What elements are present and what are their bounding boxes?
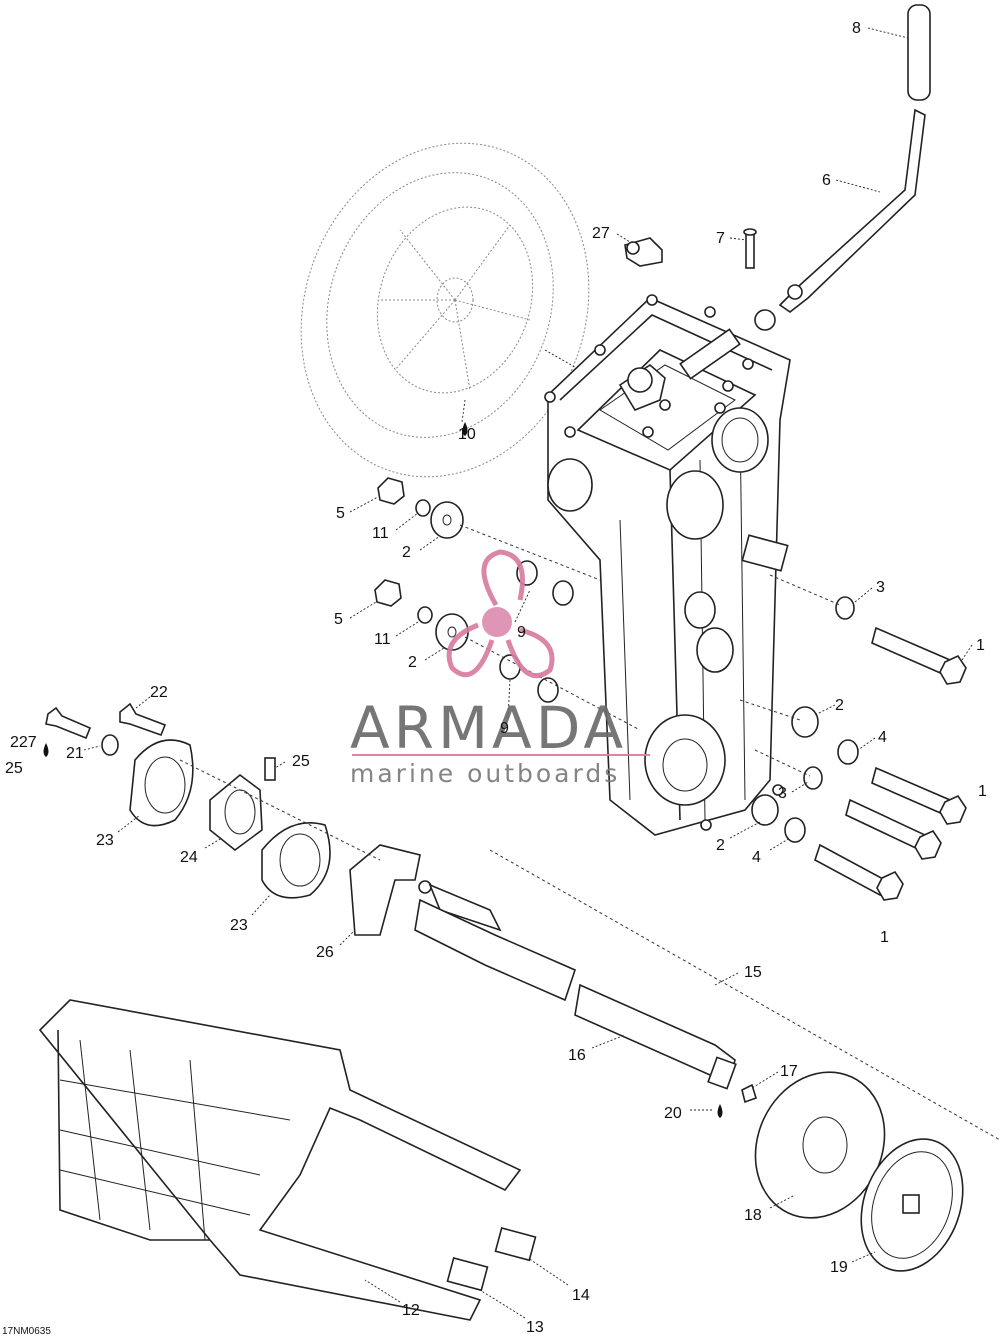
callout-labels: 8 6 27 7 10 5 11 2 3 1 5 11 9 2 9 22 227… bbox=[5, 20, 987, 1336]
callout-14: 14 bbox=[572, 1287, 590, 1304]
callout-2-right: 2 bbox=[835, 697, 844, 714]
callout-20: 20 bbox=[664, 1105, 682, 1122]
callout-2-bottom: 2 bbox=[716, 837, 725, 854]
bearing-assembly bbox=[45, 702, 432, 936]
callout-6: 6 bbox=[822, 172, 831, 189]
callout-1-upper: 1 bbox=[976, 637, 985, 654]
gearbox-housing bbox=[544, 294, 791, 836]
shift-lever bbox=[624, 4, 931, 313]
callout-4-lower: 4 bbox=[752, 849, 761, 866]
callout-13: 13 bbox=[526, 1319, 544, 1336]
propeller-blade-left bbox=[446, 622, 495, 678]
fastener-group-right bbox=[739, 574, 967, 901]
callout-7: 7 bbox=[716, 230, 725, 247]
callout-21: 21 bbox=[66, 745, 84, 762]
drive-pulley-ghost bbox=[300, 142, 590, 478]
callout-27: 27 bbox=[592, 225, 610, 242]
oil-drop-icons bbox=[43, 422, 723, 1118]
callout-227: 227 bbox=[10, 734, 37, 751]
callout-25-right: 25 bbox=[292, 753, 310, 770]
callout-23-left: 23 bbox=[96, 832, 114, 849]
drive-sprocket bbox=[754, 1071, 964, 1272]
callout-11-lower: 11 bbox=[374, 631, 391, 648]
callout-5-upper: 5 bbox=[336, 505, 345, 522]
callout-22: 22 bbox=[150, 684, 168, 701]
callout-3-lower: 3 bbox=[778, 785, 787, 802]
callout-17: 17 bbox=[780, 1063, 798, 1080]
callout-1-lower: 1 bbox=[880, 929, 889, 946]
callout-5-lower: 5 bbox=[334, 611, 343, 628]
callout-8: 8 bbox=[852, 20, 861, 37]
propeller-logo-icon bbox=[446, 549, 555, 679]
callout-18: 18 bbox=[744, 1207, 762, 1224]
propeller-blade-right bbox=[505, 627, 555, 679]
propeller-blade-top bbox=[481, 549, 525, 607]
callout-9-lower: 9 bbox=[500, 720, 509, 737]
oil-drop-icon bbox=[43, 743, 49, 757]
callout-16: 16 bbox=[568, 1047, 586, 1064]
callout-12: 12 bbox=[402, 1302, 420, 1319]
watermark-tagline: marine outboards bbox=[350, 759, 620, 788]
callout-10: 10 bbox=[458, 426, 476, 443]
propeller-hub bbox=[482, 607, 512, 637]
callout-24: 24 bbox=[180, 849, 198, 866]
callout-2-upper: 2 bbox=[402, 544, 411, 561]
oil-drop-icon bbox=[462, 422, 468, 436]
watermark-brand: ARMADA bbox=[350, 694, 627, 762]
callout-26: 26 bbox=[316, 944, 334, 961]
drive-shaft bbox=[414, 849, 1000, 1141]
callout-25-left: 25 bbox=[5, 760, 23, 777]
leader-lines bbox=[83, 27, 973, 1319]
callout-23-right: 23 bbox=[230, 917, 248, 934]
fastener-group-upper bbox=[374, 477, 641, 731]
callout-4-upper: 4 bbox=[878, 729, 887, 746]
figure-code: 17NM0635 bbox=[2, 1326, 51, 1337]
callout-19: 19 bbox=[830, 1259, 848, 1276]
callout-1-middle: 1 bbox=[978, 783, 987, 800]
track bbox=[38, 999, 537, 1321]
callout-2-lower: 2 bbox=[408, 654, 417, 671]
callout-9-upper: 9 bbox=[517, 624, 526, 641]
callout-3-upper: 3 bbox=[876, 579, 885, 596]
callout-15: 15 bbox=[744, 964, 762, 981]
oil-drop-icon bbox=[717, 1104, 723, 1118]
callout-11-upper: 11 bbox=[372, 525, 389, 542]
watermark: ARMADA marine outboards bbox=[350, 549, 650, 788]
